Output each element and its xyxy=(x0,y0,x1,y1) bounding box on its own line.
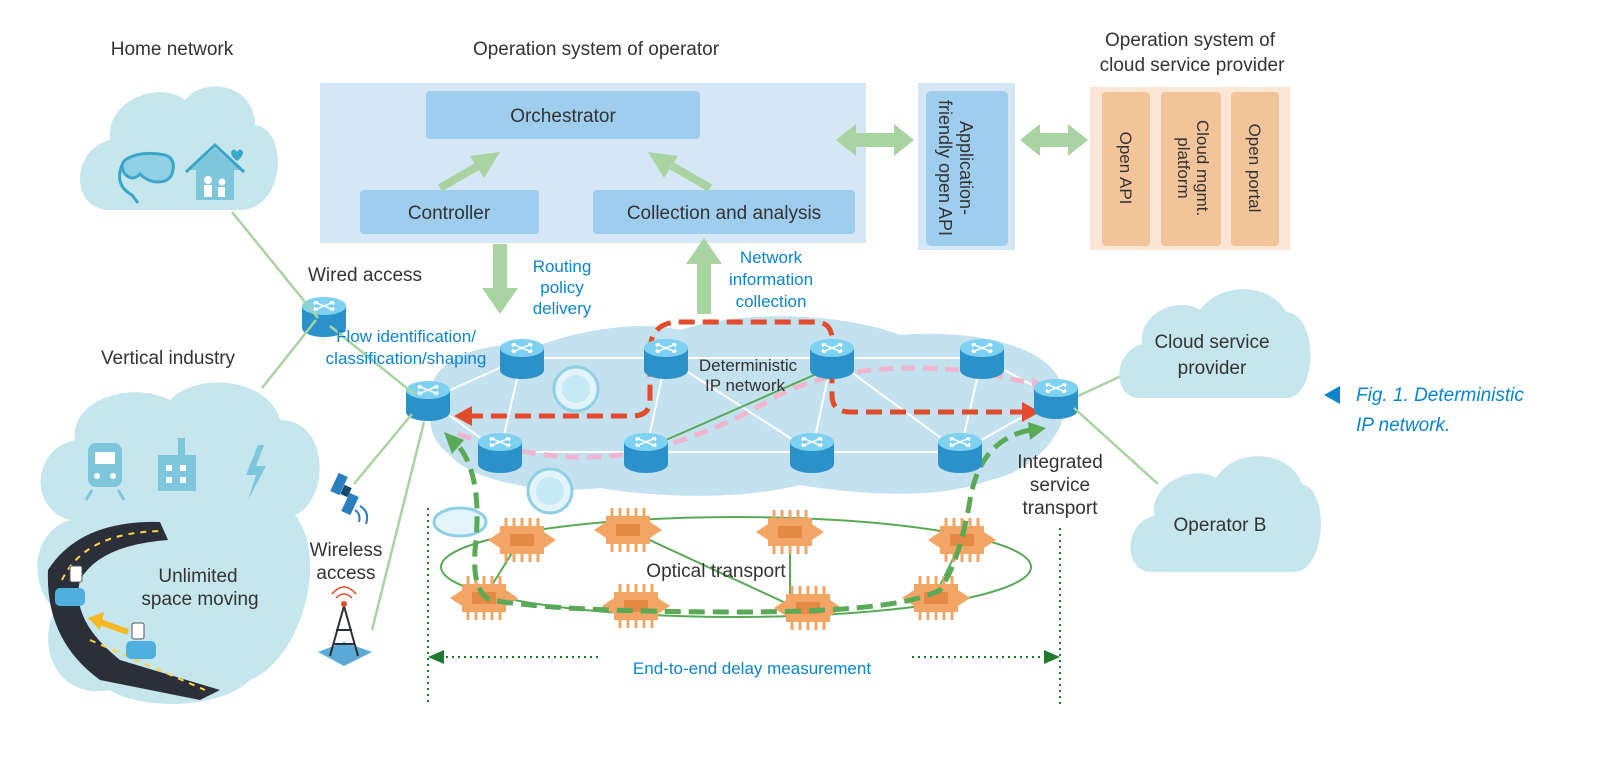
cell-tower-icon xyxy=(318,586,372,666)
orchestrator-box xyxy=(426,91,700,139)
routing-label-3: delivery xyxy=(533,299,592,318)
op-api-double-arrow xyxy=(836,124,914,156)
flow-label-1: Flow identification/ xyxy=(336,327,476,346)
optical-ring-outer xyxy=(440,516,1032,618)
optical-node-icon xyxy=(486,516,558,564)
unlimited-label-2: space moving xyxy=(141,589,258,610)
controller-label: Controller xyxy=(408,203,491,224)
det-ip-label-2: IP network xyxy=(705,376,786,395)
netinfo-label-1: Network xyxy=(740,248,803,267)
home-icon xyxy=(184,142,246,200)
det-ip-label-1: Deterministic xyxy=(699,356,798,375)
e2e-arrowhead-left xyxy=(428,650,444,664)
netinfo-label-3: collection xyxy=(736,292,807,311)
open-api-box xyxy=(1102,92,1150,246)
e2e-label: End-to-end delay measurement xyxy=(633,659,871,678)
router-icon xyxy=(809,338,855,380)
car-icon xyxy=(55,565,156,659)
csp-cloud-label-1: Cloud service xyxy=(1154,332,1269,353)
red-path xyxy=(470,319,1026,419)
router-icon xyxy=(499,338,545,380)
flow-label-2: classification/shaping xyxy=(326,349,487,368)
e2e-measurement-lines xyxy=(427,508,1061,705)
controller-box xyxy=(360,190,539,234)
network-info-arrow xyxy=(686,238,722,314)
cloud-mgmt-label-1: Cloud mgmt. xyxy=(1193,120,1212,216)
wired-access-label: Wired access xyxy=(308,265,422,286)
satellite-icon xyxy=(330,472,369,525)
packet-circle xyxy=(526,467,574,515)
e2e-arrowhead-right xyxy=(1044,650,1060,664)
ip-network-area xyxy=(428,316,1066,496)
router-icon xyxy=(1033,378,1079,420)
home-network-label: Home network xyxy=(111,39,234,60)
api-label-2: friendly open API xyxy=(935,100,955,236)
train-icon xyxy=(84,443,126,501)
home-network-cloud xyxy=(80,86,278,210)
operator-b-label: Operator B xyxy=(1174,515,1267,536)
lightning-icon xyxy=(246,445,266,500)
optical-transport-label: Optical transport xyxy=(646,561,786,582)
green-path xyxy=(453,427,1031,615)
green-arrowhead-right xyxy=(1028,422,1046,440)
csp-system-label-1: Operation system of xyxy=(1105,30,1276,51)
collection-to-orchestrator-arrow xyxy=(648,152,713,192)
open-api-label: Open API xyxy=(1116,132,1135,205)
road-illustration xyxy=(47,521,221,700)
routing-label-2: policy xyxy=(540,278,584,297)
open-portal-box xyxy=(1231,92,1279,246)
caption-marker-icon xyxy=(1324,386,1340,404)
optical-node-icon xyxy=(592,506,664,554)
optical-node-icon xyxy=(772,584,844,632)
direction-arrow xyxy=(88,612,130,635)
cloud-service-provider-cloud xyxy=(1119,289,1311,398)
vr-headset-icon xyxy=(118,151,175,204)
factory-icon xyxy=(158,438,196,491)
integrated-label-2: service xyxy=(1030,475,1090,496)
op-system-label: Operation system of operator xyxy=(473,39,720,60)
api-label-1: Application- xyxy=(956,121,976,215)
integrated-label-1: Integrated xyxy=(1017,452,1103,473)
routing-policy-arrow xyxy=(482,244,518,314)
open-portal-label: Open portal xyxy=(1245,124,1264,213)
figure-caption-2: IP network. xyxy=(1356,415,1450,436)
controller-to-orchestrator-arrow xyxy=(437,152,500,192)
wireless-label-1: Wireless xyxy=(310,540,383,561)
netinfo-label-2: information xyxy=(729,270,813,289)
router-icon xyxy=(937,432,983,474)
cloud-mgmt-box xyxy=(1161,92,1221,246)
figure-caption-1: Fig. 1. Deterministic xyxy=(1356,385,1524,406)
red-arrowhead-left xyxy=(454,406,472,426)
access-links xyxy=(231,211,1159,631)
routing-label-1: Routing xyxy=(533,257,592,276)
packet-circle xyxy=(432,506,488,538)
orchestrator-label: Orchestrator xyxy=(510,106,616,127)
router-icon xyxy=(643,338,689,380)
wireless-label-2: access xyxy=(316,563,375,584)
api-box xyxy=(926,91,1008,246)
cloud-mgmt-label-2: platform xyxy=(1174,137,1193,198)
green-arrowhead-left xyxy=(444,432,464,454)
collection-box xyxy=(593,190,855,234)
collection-label: Collection and analysis xyxy=(627,203,821,224)
router-icon xyxy=(959,338,1005,380)
green-link xyxy=(665,367,831,441)
api-csp-double-arrow xyxy=(1020,124,1088,156)
router-icon xyxy=(477,432,523,474)
csp-cloud-label-2: provider xyxy=(1178,358,1247,379)
packet-circle xyxy=(552,365,600,413)
operator-b-cloud xyxy=(1130,456,1321,572)
router-icon xyxy=(789,432,835,474)
optical-node-icon xyxy=(926,516,998,564)
integrated-label-3: transport xyxy=(1023,498,1099,519)
unlimited-label-1: Unlimited xyxy=(158,566,237,587)
vertical-industry-label: Vertical industry xyxy=(101,348,236,369)
red-arrowhead-right xyxy=(1022,402,1040,422)
optical-node-icon xyxy=(600,582,672,630)
csp-system-label-2: cloud service provider xyxy=(1100,55,1285,76)
router-icon xyxy=(623,432,669,474)
